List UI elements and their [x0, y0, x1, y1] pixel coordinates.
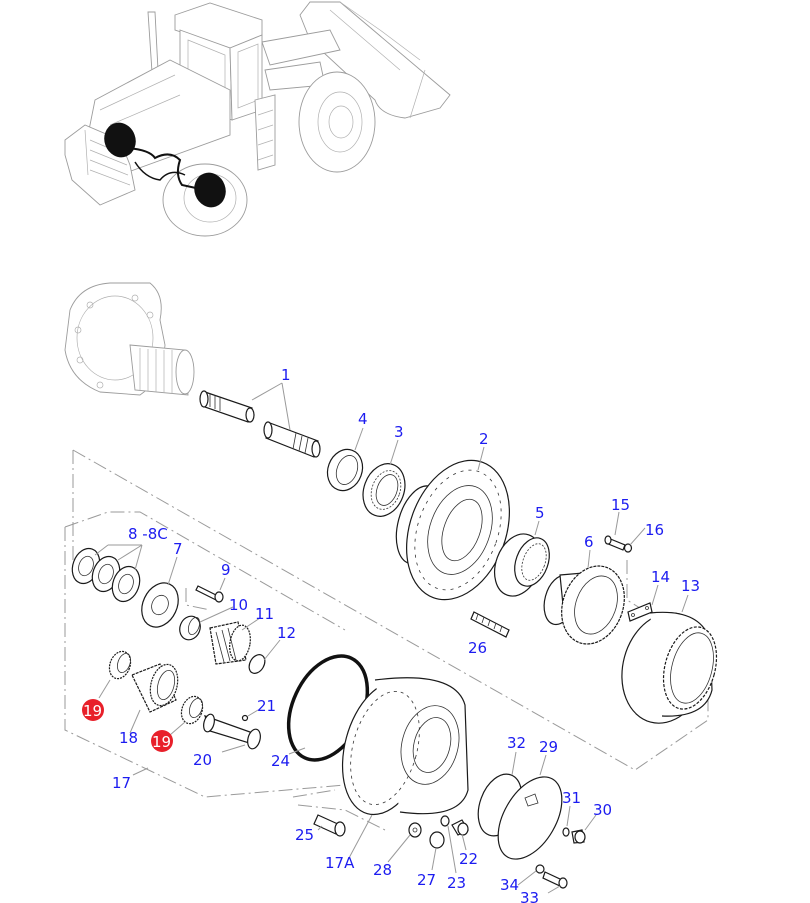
part-27-plug — [429, 831, 445, 849]
callout-4[interactable]: 4 — [358, 410, 368, 428]
part-28-washer — [408, 822, 422, 838]
part-11-sun-gear — [209, 621, 251, 665]
highlight-badge[interactable] — [151, 730, 173, 752]
part-4-seal — [326, 448, 364, 492]
callout-17[interactable]: 17 — [112, 774, 131, 792]
axle-housing-flange — [64, 282, 195, 396]
callout-9[interactable]: 9 — [221, 561, 231, 579]
boom-arm — [261, 29, 341, 66]
callout-19-highlighted[interactable]: 19 — [82, 699, 104, 721]
callout-14[interactable]: 14 — [651, 568, 670, 586]
callout-10[interactable]: 10 — [229, 596, 248, 614]
part-3-bearing — [362, 463, 406, 517]
callout-15[interactable]: 15 — [611, 496, 630, 514]
callout-19-highlighted-2[interactable]: 19 — [151, 730, 173, 752]
callout-28[interactable]: 28 — [373, 861, 392, 879]
callouts: 1 2 3 4 5 6 7 8 -8C 9 10 11 12 13 14 15 … — [82, 366, 700, 903]
part-30-bolt — [571, 829, 586, 844]
callout-23[interactable]: 23 — [447, 874, 466, 892]
front-axle-housing — [127, 147, 206, 191]
callout-18[interactable]: 18 — [119, 729, 138, 747]
callout-1[interactable]: 1 — [281, 366, 291, 384]
callout-19-label[interactable]: 19 — [83, 702, 102, 720]
callout-11[interactable]: 11 — [255, 605, 274, 623]
callout-16[interactable]: 16 — [645, 521, 664, 539]
callout-8-8c[interactable]: 8 -8C — [128, 525, 168, 543]
part-12-snap-ring — [248, 654, 266, 674]
callout-12[interactable]: 12 — [277, 624, 296, 642]
callout-5[interactable]: 5 — [535, 504, 545, 522]
callout-32[interactable]: 32 — [507, 734, 526, 752]
part-16-washer — [623, 543, 633, 553]
part-13-ring-gear — [621, 611, 718, 724]
part-25-bolt — [313, 814, 346, 837]
part-29-cover — [497, 776, 563, 860]
callout-33[interactable]: 33 — [520, 889, 539, 903]
part-15-bolt — [604, 535, 626, 551]
part-17a-planet-carrier — [341, 677, 469, 816]
rear-wheel — [298, 71, 376, 173]
part-19-needle-bearing — [108, 650, 204, 725]
ladder — [254, 94, 276, 171]
wheel-loader-illustration — [64, 1, 451, 237]
callout-20[interactable]: 20 — [193, 751, 212, 769]
callout-7[interactable]: 7 — [173, 540, 183, 558]
callout-26[interactable]: 26 — [468, 639, 487, 657]
part-5-bearing — [494, 533, 550, 597]
highlight-badge[interactable] — [82, 699, 104, 721]
part-7-thrust-plate — [141, 582, 179, 628]
callout-2[interactable]: 2 — [479, 430, 489, 448]
callout-3[interactable]: 3 — [394, 423, 404, 441]
part-20-planet-pin — [203, 713, 261, 750]
part-1-axle-shafts — [199, 390, 321, 458]
part-10-bushing — [179, 615, 201, 641]
callout-30[interactable]: 30 — [593, 801, 612, 819]
part-9-bolt — [195, 585, 224, 603]
part-6-ring-gear-carrier — [543, 565, 625, 645]
callout-34[interactable]: 34 — [500, 876, 519, 894]
part-31-washer — [562, 827, 570, 837]
callout-29[interactable]: 29 — [539, 738, 558, 756]
callout-24[interactable]: 24 — [271, 752, 290, 770]
bucket — [299, 1, 451, 119]
callout-25[interactable]: 25 — [295, 826, 314, 844]
exhaust-stack — [147, 11, 159, 73]
part-21-ball — [241, 714, 249, 722]
callout-31[interactable]: 31 — [562, 789, 581, 807]
part-18-planet-gear — [131, 663, 179, 713]
callout-21[interactable]: 21 — [257, 697, 276, 715]
leader-lines — [98, 382, 689, 894]
part-2-wheel-hub — [395, 459, 510, 601]
part-26-stud — [470, 611, 510, 638]
callout-19-label[interactable]: 19 — [152, 733, 171, 751]
left-hub-highlight — [104, 122, 136, 158]
callout-27[interactable]: 27 — [417, 871, 436, 889]
callout-17a[interactable]: 17A — [325, 854, 355, 872]
part-22-plug — [451, 819, 469, 836]
callout-13[interactable]: 13 — [681, 577, 700, 595]
callout-6[interactable]: 6 — [584, 533, 594, 551]
part-23-seal-ring — [440, 815, 450, 827]
callout-22[interactable]: 22 — [459, 850, 478, 868]
part-8-thrust-washers — [71, 544, 143, 603]
right-hub-highlight — [194, 172, 226, 208]
part-14-lock-plate — [627, 602, 653, 622]
part-33-bolt — [542, 871, 568, 889]
part-34-washer — [535, 864, 545, 874]
